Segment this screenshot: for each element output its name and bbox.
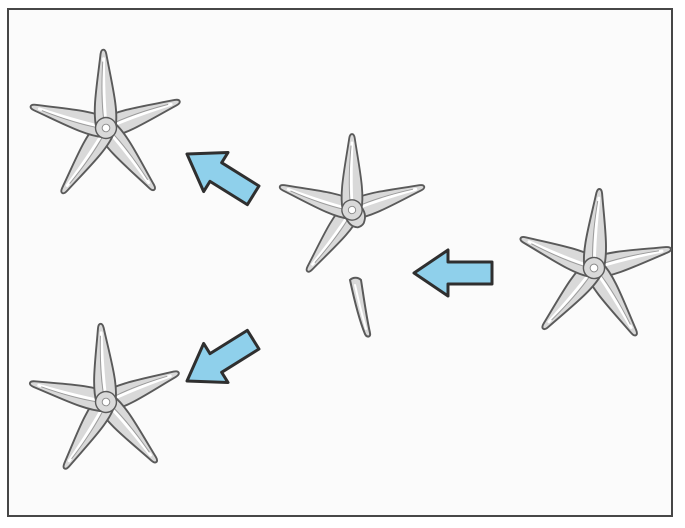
starfish-bottom-left xyxy=(12,300,208,500)
starfish-original xyxy=(507,172,685,361)
detached-arm xyxy=(350,278,370,337)
arrow-arm-to-bottom-left xyxy=(175,320,266,400)
arrow-middle-to-top-left xyxy=(175,134,266,214)
arrow-right-to-middle xyxy=(414,250,492,296)
starfish-middle xyxy=(264,115,440,281)
starfish-top-left xyxy=(14,28,206,225)
